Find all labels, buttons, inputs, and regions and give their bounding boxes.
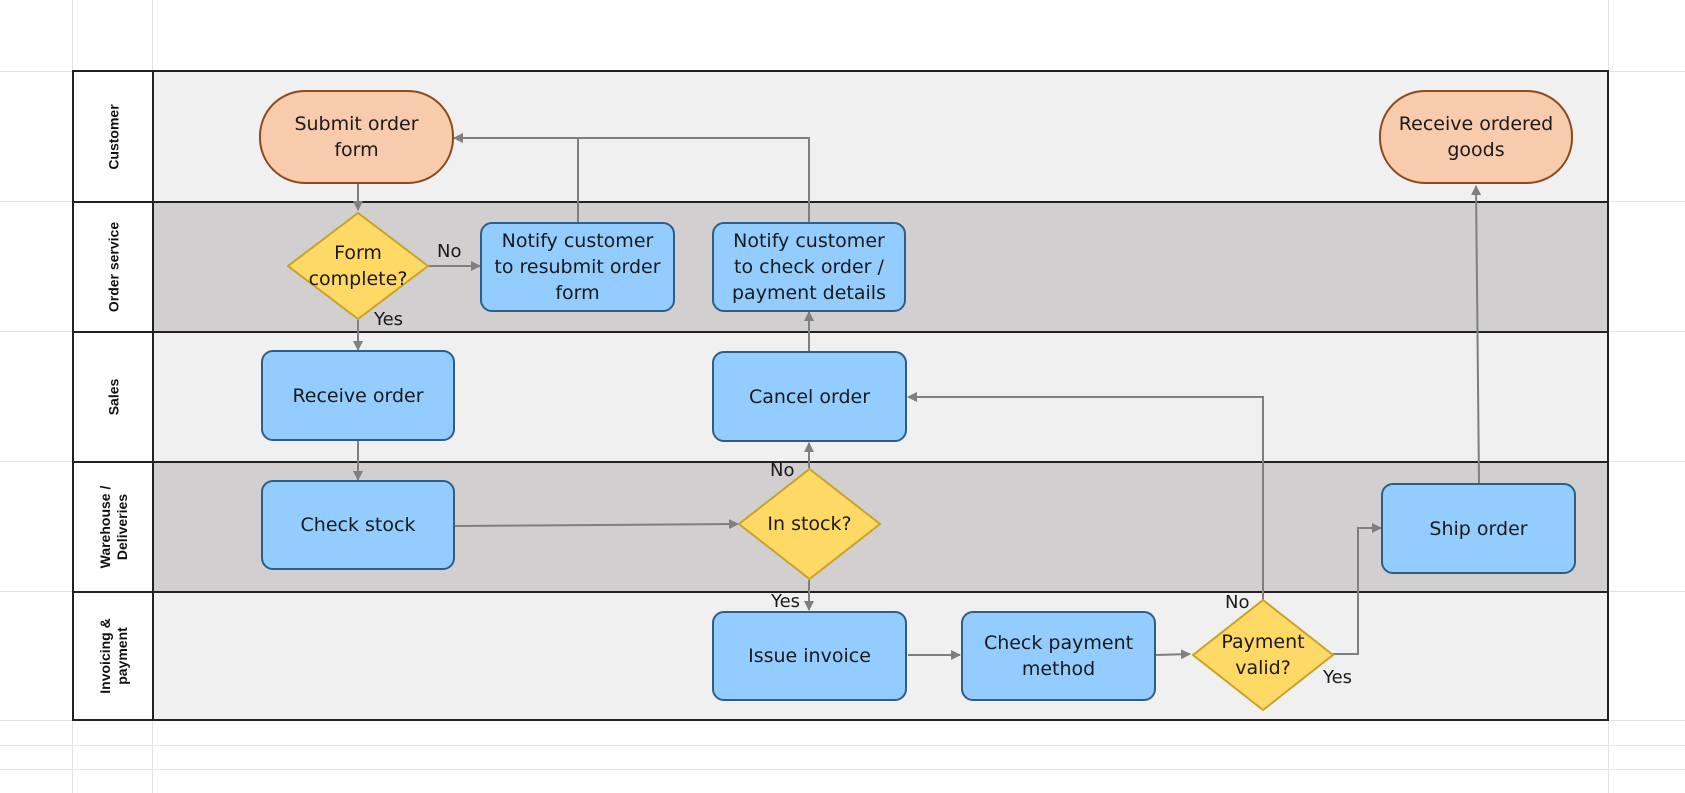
lane-header: Sales [74, 333, 154, 461]
edge-label-payment-no: No [1225, 592, 1250, 613]
node-label: Payment valid? [1221, 631, 1305, 679]
lane-label-warehouse-deliveries: Warehouse / Deliveries [97, 485, 130, 569]
node-label: Check stock [300, 514, 416, 536]
lane-header: Order service [74, 203, 154, 331]
node-cancel-order[interactable]: Cancel order [712, 351, 907, 442]
node-issue-invoice[interactable]: Issue invoice [712, 611, 907, 701]
node-in-stock[interactable]: In stock? [737, 467, 882, 581]
node-form-complete[interactable]: Form complete? [286, 211, 430, 321]
diamond-shape [286, 211, 430, 321]
node-notify-resubmit[interactable]: Notify customer to resubmit order form [480, 222, 675, 312]
node-label: Receive ordered goods [1398, 113, 1554, 161]
edge-label-payment-yes: Yes [1323, 667, 1353, 688]
lane-header: Warehouse / Deliveries [74, 463, 154, 591]
edge-label-form-yes: Yes [374, 309, 404, 330]
node-label: In stock? [767, 513, 852, 535]
grid-line [0, 769, 1685, 770]
node-label: Ship order [1429, 517, 1528, 540]
lane-header: Invoicing & payment [74, 593, 154, 719]
edge-label-stock-no: No [770, 460, 795, 481]
lane-label-invoicing-payment: Invoicing & payment [97, 618, 130, 694]
edge-label-stock-yes: Yes [771, 591, 801, 612]
node-label: Form complete? [308, 242, 408, 290]
node-receive-ordered-goods[interactable]: Receive ordered goods [1379, 90, 1573, 184]
node-receive-order[interactable]: Receive order [261, 350, 455, 441]
node-check-stock[interactable]: Check stock [261, 480, 455, 570]
edge-label-form-no: No [437, 241, 462, 262]
node-label: Notify customer to check order / payment… [732, 230, 886, 304]
node-label: Cancel order [748, 385, 871, 408]
diamond-shape [737, 467, 882, 581]
lane-label-customer: Customer [105, 103, 122, 170]
node-label: Notify customer to resubmit order form [494, 230, 661, 304]
lane-label-order-service: Order service [105, 221, 122, 313]
node-check-payment-method[interactable]: Check payment method [961, 611, 1156, 701]
node-label: Receive order [292, 384, 424, 407]
node-label: Submit order form [294, 113, 419, 161]
node-submit-order-form[interactable]: Submit order form [259, 90, 454, 184]
node-label: Check payment method [983, 632, 1134, 680]
node-payment-valid[interactable]: Payment valid? [1191, 598, 1335, 712]
grid-line [0, 745, 1685, 746]
node-notify-check[interactable]: Notify customer to check order / payment… [712, 222, 906, 312]
diamond-shape [1191, 598, 1335, 712]
lane-label-sales: Sales [105, 378, 122, 416]
node-label: Issue invoice [748, 645, 871, 667]
lane-header: Customer [74, 72, 154, 201]
node-ship-order[interactable]: Ship order [1381, 483, 1576, 574]
